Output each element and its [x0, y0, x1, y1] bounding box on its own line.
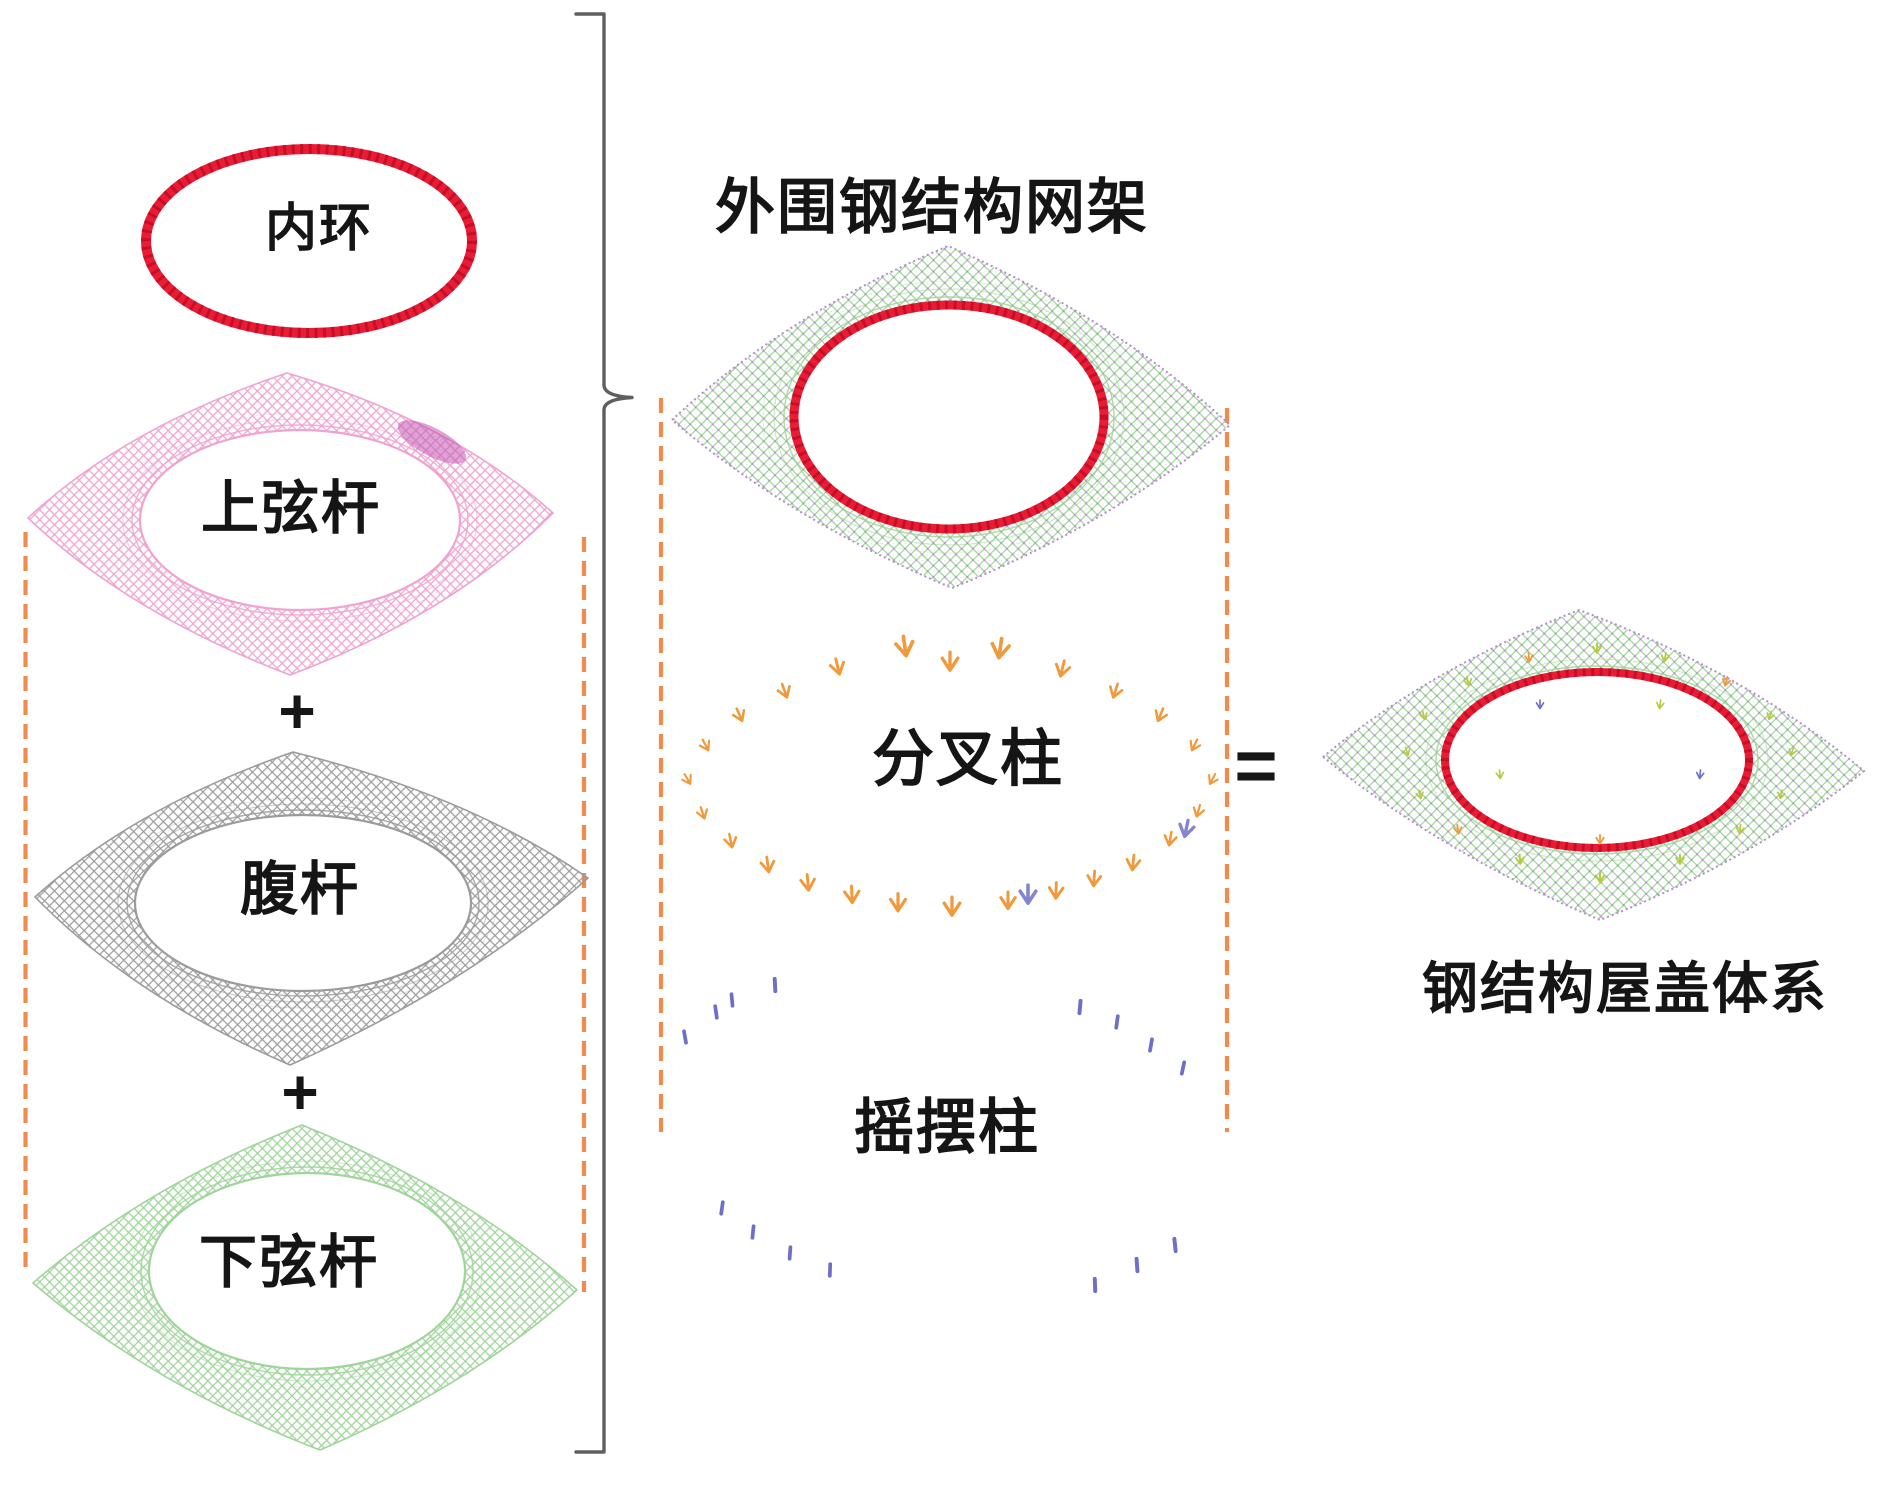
web-member-mesh [33, 751, 590, 1066]
outer-grid-title: 外围钢结构网架 [715, 175, 1149, 241]
plus-operator-top: + [278, 675, 316, 747]
web-member-label: 腹杆 [239, 857, 361, 922]
roof-system-mesh [1321, 608, 1866, 922]
inner-ring-label: 内环 [264, 201, 374, 258]
rocking-column-label: 摇摆柱 [854, 1095, 1040, 1161]
plus-operator-bottom: + [281, 1056, 319, 1128]
pink-mesh-dark-accent [397, 420, 467, 464]
upper-chord-mesh [26, 372, 555, 676]
lower-chord-mesh [31, 1124, 579, 1451]
inner-ring-figure [141, 144, 477, 338]
forked-column-label: 分叉柱 [871, 726, 1065, 794]
lower-chord-label: 下弦杆 [198, 1230, 380, 1295]
purple-fork-glyph [1175, 817, 1197, 840]
purple-fork-glyph [1018, 883, 1038, 906]
upper-chord-label: 上弦杆 [200, 476, 382, 541]
equals-operator: = [1234, 724, 1278, 807]
outer-grid-mesh [670, 244, 1232, 590]
roof-system-label: 钢结构屋盖体系 [1422, 959, 1828, 1021]
left-group-brace-icon [574, 12, 634, 1454]
